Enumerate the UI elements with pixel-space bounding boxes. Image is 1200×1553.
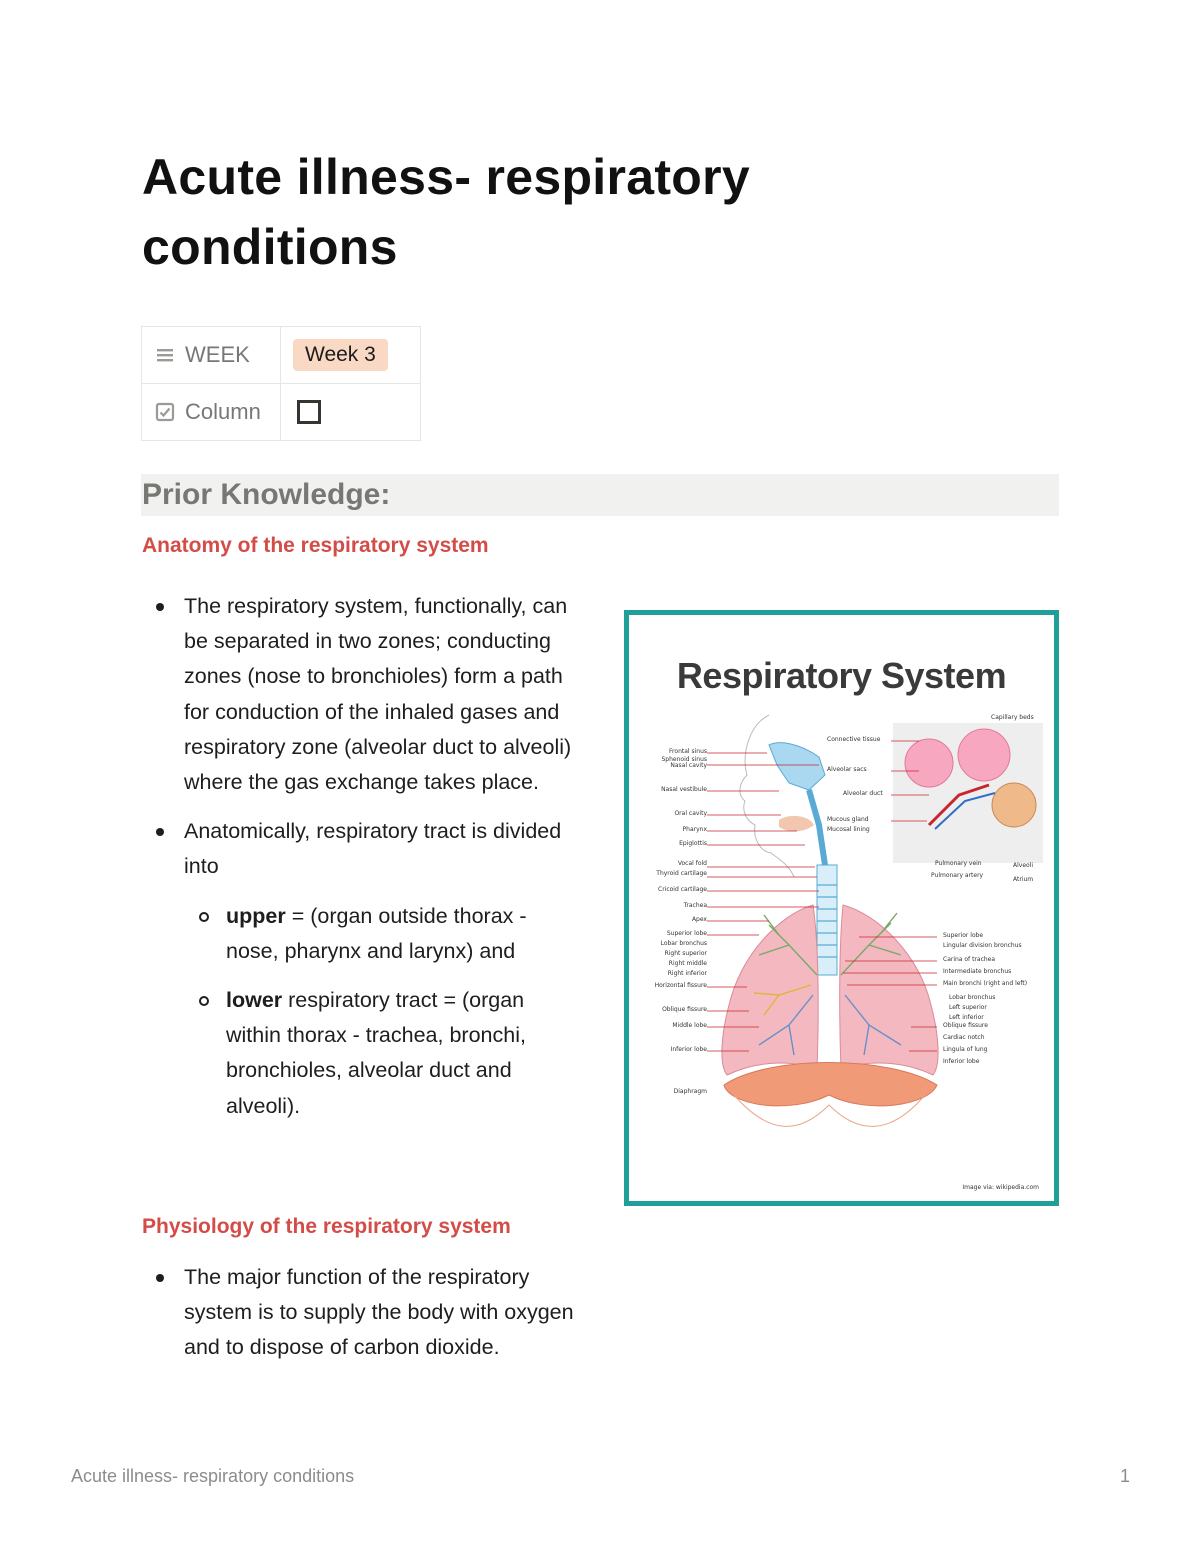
- figure-label: Lingula of lung: [943, 1046, 988, 1053]
- list-item-lower: lower respiratory tract = (organ within …: [142, 983, 582, 1124]
- figure-label: Lingular division bronchus: [943, 942, 1022, 949]
- figure-label: Inferior lobe: [943, 1058, 980, 1065]
- figure-label: Lobar bronchus: [661, 940, 707, 947]
- list-item-upper: upper = (organ outside thorax - nose, ph…: [142, 899, 582, 969]
- figure-label: Carina of trachea: [943, 956, 995, 963]
- figure-label: Alveolar sacs: [827, 766, 867, 773]
- figure-label: Mucosal lining: [827, 826, 870, 833]
- figure-title: Respiratory System: [676, 655, 1007, 696]
- checkbox-property-icon: [155, 402, 175, 422]
- bullet-icon: [156, 828, 164, 837]
- figure-label: Left inferior: [949, 1014, 984, 1021]
- select-list-icon: [155, 345, 175, 365]
- figure-label: Horizontal fissure: [655, 982, 708, 989]
- anatomy-heading: Anatomy of the respiratory system: [142, 534, 489, 557]
- figure-label: Oral cavity: [674, 810, 707, 817]
- figure-label: Alveoli: [1013, 862, 1033, 869]
- footer-title: Acute illness- respiratory conditions: [71, 1466, 355, 1486]
- figure-label: Epiglottis: [679, 840, 707, 847]
- physiology-list: The major function of the respiratory sy…: [142, 1260, 582, 1380]
- figure-label: Pharynx: [683, 826, 708, 833]
- column-checkbox[interactable]: [297, 400, 321, 424]
- figure-label: Right inferior: [668, 970, 708, 977]
- respiratory-system-figure: Respiratory System: [624, 610, 1059, 1206]
- figure-label: Cardiac notch: [943, 1034, 985, 1041]
- lower-term: lower: [226, 988, 283, 1013]
- figure-label: Mucous gland: [827, 816, 869, 823]
- figure-label: Pulmonary vein: [935, 860, 982, 867]
- figure-label: Left superior: [949, 1004, 987, 1011]
- figure-label: Connective tissue: [827, 736, 881, 743]
- figure-label: Intermediate bronchus: [943, 968, 1011, 975]
- figure-label: Oblique fissure: [943, 1022, 988, 1029]
- properties-table: WEEK Week 3 Column: [141, 326, 421, 441]
- figure-credit: Image via: wikipedia.com: [962, 1184, 1039, 1191]
- figure-label: Trachea: [683, 902, 708, 909]
- bullet-icon: [156, 603, 164, 611]
- figure-label: Nasal cavity: [670, 762, 707, 769]
- figure-label: Frontal sinus: [669, 748, 707, 755]
- figure-label: Alveolar duct: [843, 790, 883, 797]
- upper-term: upper: [226, 903, 286, 928]
- figure-label: Atrium: [1013, 876, 1033, 883]
- physiology-heading: Physiology of the respiratory system: [142, 1215, 511, 1238]
- hollow-bullet-icon: [199, 996, 209, 1007]
- figure-label: Thyroid cartilage: [655, 870, 707, 877]
- hollow-bullet-icon: [199, 911, 209, 922]
- figure-label: Oblique fissure: [662, 1006, 707, 1013]
- anatomy-list: The respiratory system, functionally, ca…: [142, 589, 582, 1138]
- figure-label: Right superior: [665, 950, 708, 957]
- column-property-label: Column: [185, 399, 261, 424]
- prior-knowledge-heading: Prior Knowledge:: [141, 474, 1059, 516]
- figure-label: Middle lobe: [672, 1022, 707, 1029]
- week-tag[interactable]: Week 3: [293, 339, 388, 371]
- figure-label: Lobar bronchus: [949, 994, 995, 1001]
- page-title: Acute illness- respiratory conditions: [142, 149, 751, 275]
- bullet-icon: [156, 1274, 164, 1282]
- figure-label: Main bronchi (right and left): [943, 980, 1027, 987]
- property-row-week: WEEK Week 3: [141, 326, 421, 384]
- figure-label: Nasal vestibule: [661, 786, 707, 793]
- figure-label: Pulmonary artery: [931, 872, 984, 879]
- list-item: Anatomically, respiratory tract is divid…: [142, 814, 582, 884]
- figure-label: Vocal fold: [678, 860, 707, 867]
- property-row-column: Column: [141, 383, 421, 441]
- figure-label: Diaphragm: [674, 1088, 708, 1095]
- figure-label: Capillary beds: [991, 714, 1034, 721]
- list-item: The major function of the respiratory sy…: [142, 1260, 582, 1366]
- figure-label: Inferior lobe: [671, 1046, 708, 1053]
- footer-page-number: 1: [1120, 1466, 1131, 1486]
- week-property-label: WEEK: [185, 342, 250, 367]
- figure-label: Superior lobe: [667, 930, 707, 937]
- figure-label: Cricoid cartilage: [658, 886, 707, 893]
- figure-label: Right middle: [669, 960, 708, 967]
- figure-label: Superior lobe: [943, 932, 983, 939]
- list-item: The respiratory system, functionally, ca…: [142, 589, 582, 800]
- figure-label: Apex: [692, 916, 707, 923]
- figure-label: Sphenoid sinus: [662, 756, 708, 763]
